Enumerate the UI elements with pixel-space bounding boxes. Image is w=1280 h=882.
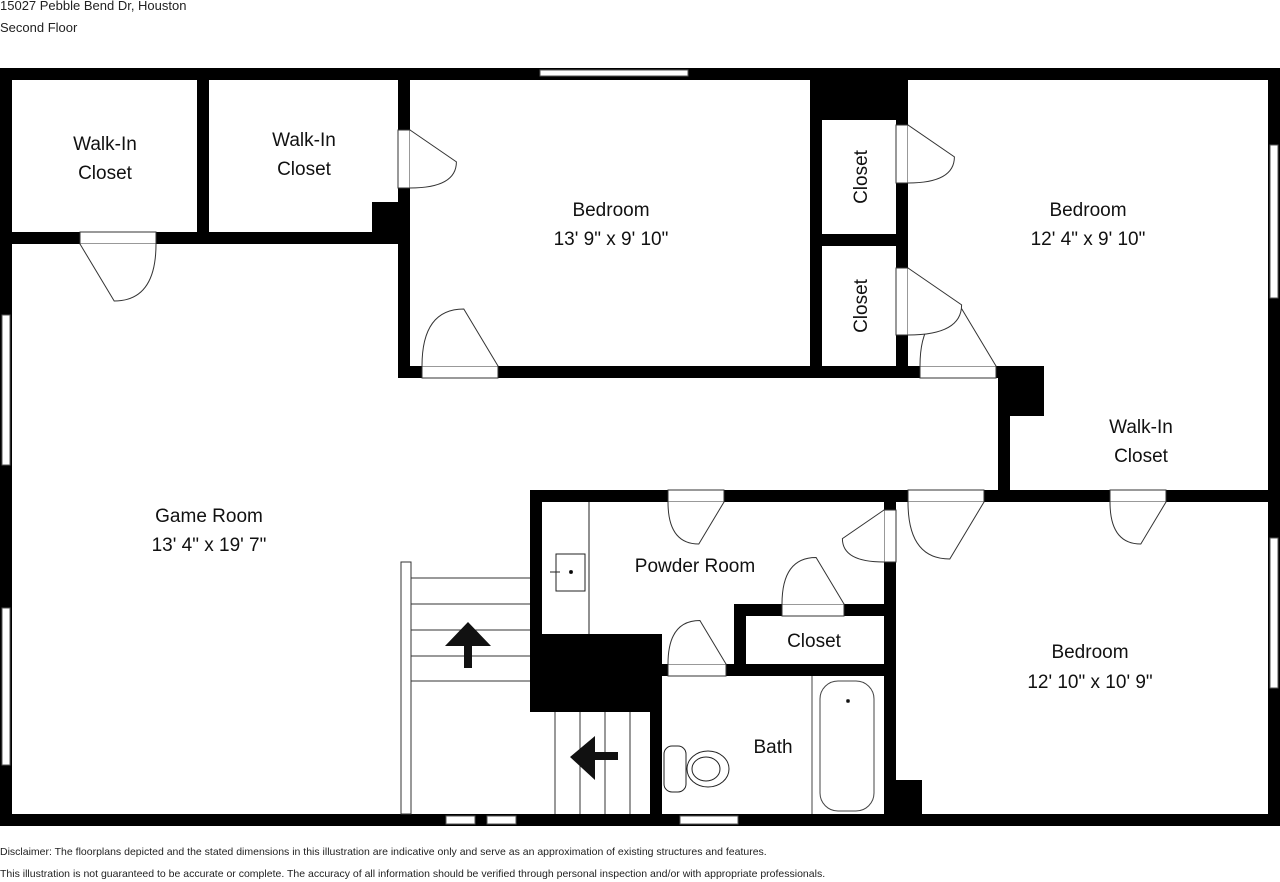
window — [1269, 537, 1279, 689]
walkin1-label-2: Closet — [78, 163, 133, 184]
bedroom1-dims: 13' 9" x 9' 10" — [554, 229, 669, 250]
bath-label: Bath — [753, 737, 792, 758]
closet-a-label: Closet — [851, 149, 872, 204]
walkin3-label-2: Closet — [1114, 446, 1169, 467]
door[interactable] — [895, 267, 963, 336]
wall — [998, 366, 1044, 416]
wall — [884, 780, 922, 826]
wall — [530, 634, 662, 712]
door[interactable] — [1109, 489, 1167, 545]
wall — [197, 68, 209, 244]
wall — [0, 814, 1280, 826]
walkin2-label-2: Closet — [277, 159, 332, 180]
room-labels: Walk-In Closet Walk-In Closet Bedroom 13… — [73, 130, 1173, 758]
door[interactable] — [907, 489, 985, 560]
bedroom2-label: Bedroom — [1049, 200, 1126, 221]
disclaimer-line-1: Disclaimer: The floorplans depicted and … — [0, 846, 767, 858]
stair-up-arrow-icon — [445, 622, 491, 668]
closet-c-label: Closet — [787, 631, 842, 652]
wall — [810, 68, 822, 378]
stair-left-arrow-icon — [570, 736, 618, 780]
toilet-icon — [663, 745, 730, 793]
door[interactable] — [79, 231, 157, 302]
bedroom1-label: Bedroom — [572, 200, 649, 221]
game-room-label: Game Room — [155, 506, 263, 527]
window — [539, 69, 689, 77]
bedroom3-label: Bedroom — [1051, 642, 1128, 663]
bathtub-icon — [811, 676, 875, 814]
closet-b-label: Closet — [851, 278, 872, 333]
address-label: 15027 Pebble Bend Dr, Houston — [0, 0, 187, 13]
game-room-dims: 13' 4" x 19' 7" — [152, 535, 267, 556]
wall — [398, 366, 1010, 378]
walkin1-label: Walk-In — [73, 134, 137, 155]
window — [679, 815, 739, 825]
bedroom2-dims: 12' 4" x 9' 10" — [1031, 229, 1146, 250]
wall — [810, 234, 908, 246]
window — [1269, 144, 1279, 299]
floor-label: Second Floor — [0, 20, 78, 35]
wall — [530, 490, 1280, 502]
wall — [810, 68, 908, 120]
window — [1, 607, 11, 766]
disclaimer-line-2: This illustration is not guaranteed to b… — [0, 868, 826, 880]
walkin3-label: Walk-In — [1109, 417, 1173, 438]
door[interactable] — [397, 129, 457, 189]
wall — [372, 202, 410, 244]
window — [486, 815, 517, 825]
sink-icon — [550, 502, 590, 634]
wall — [650, 634, 662, 826]
door[interactable] — [667, 619, 727, 677]
window — [1, 314, 11, 466]
door[interactable] — [667, 489, 725, 545]
door[interactable] — [895, 124, 955, 184]
walls — [0, 68, 1280, 826]
windows — [1, 69, 1279, 825]
powder-room-label: Powder Room — [635, 556, 755, 577]
window — [445, 815, 476, 825]
wall — [884, 490, 896, 826]
doors — [79, 124, 1167, 677]
bedroom3-dims: 12' 10" x 10' 9" — [1027, 672, 1152, 693]
staircase — [400, 561, 631, 815]
wall — [734, 604, 746, 676]
door[interactable] — [781, 556, 845, 617]
fixtures — [400, 502, 875, 815]
walkin2-label: Walk-In — [272, 130, 336, 151]
door[interactable] — [841, 509, 897, 563]
door[interactable] — [421, 308, 499, 379]
